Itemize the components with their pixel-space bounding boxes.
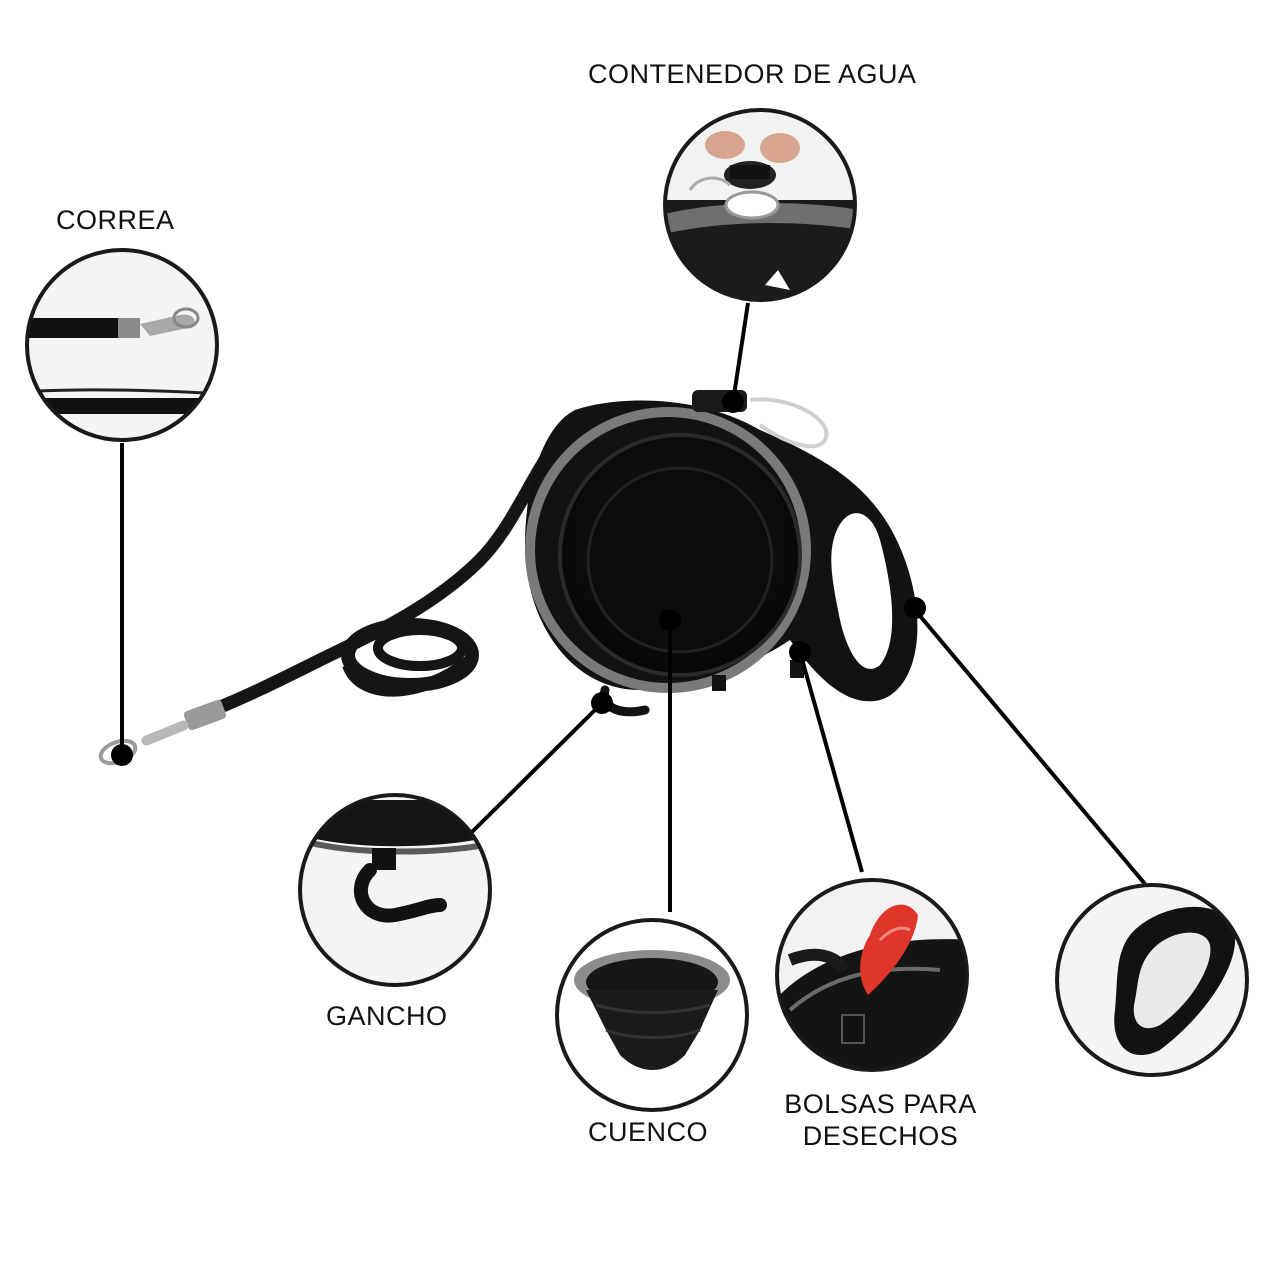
detail-circle-hook: [298, 793, 492, 987]
detail-circle-water-container: [663, 108, 857, 302]
retractable-leash-device: [98, 390, 918, 766]
anchor-dots: [111, 391, 926, 766]
water-opening: [724, 190, 780, 220]
leader-lines: [120, 302, 1147, 912]
cap-loop: [749, 397, 829, 449]
label-leash: CORREA: [56, 205, 175, 235]
anchor-dot-handle: [904, 597, 926, 619]
label-waste-bags: BOLSAS PARA DESECHOS: [778, 1088, 983, 1152]
anchor-dot-bowl: [659, 609, 681, 631]
detail-circle-handle: [1055, 883, 1249, 1077]
label-hook: GANCHO: [326, 1001, 448, 1031]
detail-circle-leash: [25, 248, 219, 442]
anchor-dot-leash: [111, 744, 133, 766]
handle-opening: [831, 513, 893, 669]
anchor-dot-water: [722, 391, 744, 413]
detail-circle-bowl: [555, 918, 749, 1112]
detail-circle-waste-bags: [775, 878, 969, 1072]
leash-strap: [193, 418, 582, 722]
label-bowl: CUENCO: [588, 1117, 709, 1147]
label-waste-bags-line2: DESECHOS: [802, 1121, 959, 1151]
label-water-container: CONTENEDOR DE AGUA: [588, 59, 917, 89]
anchor-dot-bags: [789, 641, 811, 663]
label-waste-bags-line1: BOLSAS PARA: [784, 1089, 977, 1119]
leash-coil: [341, 618, 479, 697]
hook-shape: [353, 863, 447, 923]
anchor-dot-hook: [591, 692, 613, 714]
